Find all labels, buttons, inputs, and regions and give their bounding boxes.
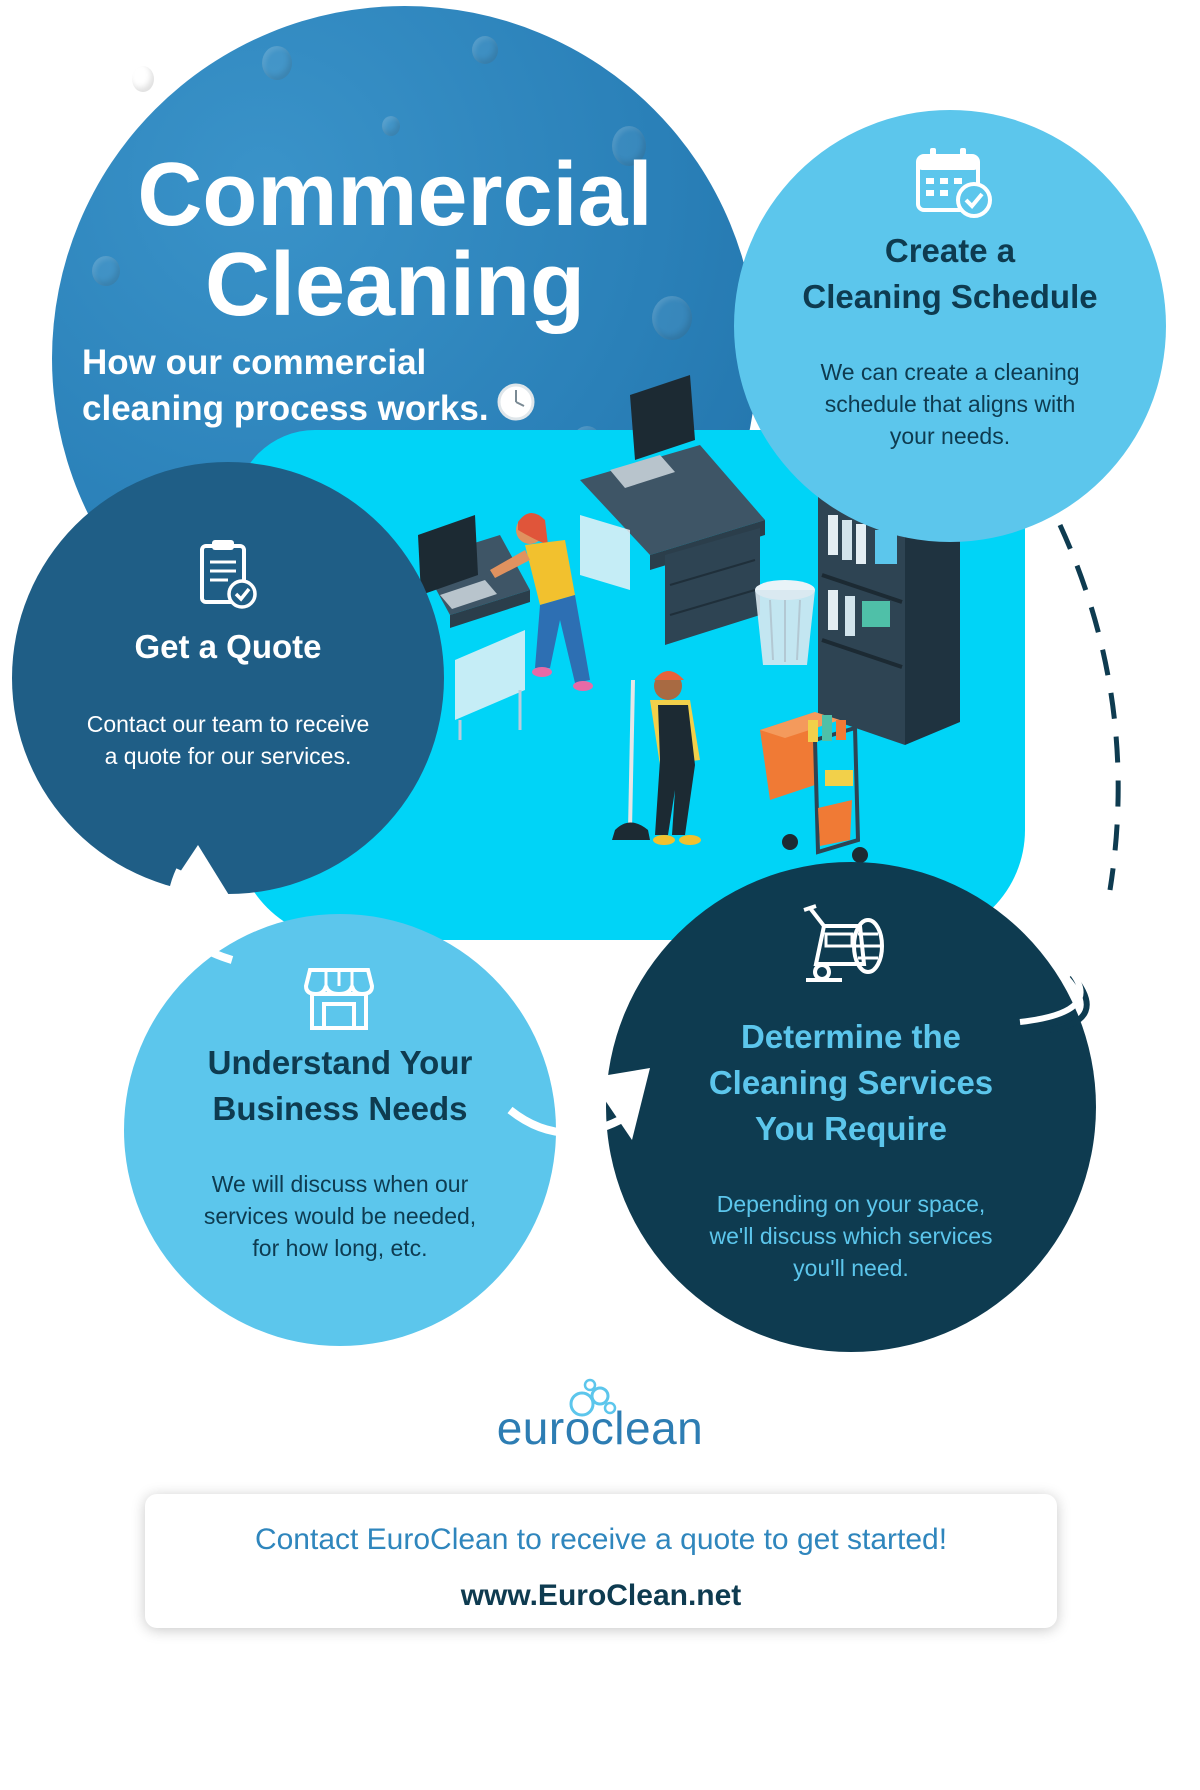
step-determine-title: Determine the Cleaning Services You Requ… [606,1014,1096,1152]
water-droplet [472,36,498,64]
logo-wordmark: euroclean [496,1402,704,1454]
hero-title-line-2: Cleaning [204,235,586,335]
step-quote-title: Get a Quote [134,628,322,665]
janitor-with-mop [612,671,701,845]
arrow-schedule-to-determine-head [1019,965,1090,1033]
step-determine-body-line-2: we'll discuss which services [709,1223,993,1249]
office-illustration [418,375,960,863]
calendar-check-icon [916,148,992,218]
step-understand-needs: Understand Your Business Needs We will d… [124,914,556,1346]
step-schedule-title-line-2: Cleaning Schedule [802,278,1098,315]
cta-text: Contact EuroClean to receive a quote to … [254,1523,948,1556]
hero-subtitle-line-2: cleaning process works. [82,389,489,428]
step-schedule-body: We can create a cleaning schedule that a… [770,356,1130,452]
step-determine-services: Determine the Cleaning Services You Requ… [606,862,1096,1352]
step-get-quote: Get a Quote Contact our team to receive … [12,462,444,894]
hero-subtitle-line-1: How our commercial [82,343,427,382]
step-determine-body-line-3: you'll need. [793,1255,909,1281]
cleaning-cart [760,712,868,863]
back-desk [580,375,765,645]
step-needs-body-line-3: for how long, etc. [252,1235,428,1261]
step-schedule-body-line-1: We can create a cleaning [820,359,1080,385]
step-quote-body: Contact our team to receive a quote for … [38,708,418,772]
step-determine-title-line-1: Determine the [740,1018,962,1055]
step-needs-title-line-1: Understand Your [207,1044,473,1081]
step-determine-body: Depending on your space, we'll discuss w… [651,1188,1051,1284]
step-create-schedule: Create a Cleaning Schedule We can create… [734,110,1166,542]
step-needs-body: We will discuss when our services would … [150,1168,530,1264]
step-determine-title-line-2: Cleaning Services [708,1064,994,1101]
step-quote-body-line-1: Contact our team to receive [86,711,370,737]
step-determine-body-line-1: Depending on your space, [716,1191,986,1217]
cta-url-link[interactable]: www.EuroClean.net [460,1579,742,1612]
water-droplet [92,256,120,286]
arrow-needs-to-determine [507,1068,650,1140]
water-droplet [132,66,154,92]
step-needs-title-line-2: Business Needs [212,1090,468,1127]
arrow-needs-to-quote [158,845,234,964]
step-schedule-title-line-1: Create a [884,232,1016,269]
step-needs-body-line-1: We will discuss when our [211,1171,469,1197]
storefront-icon [304,968,374,1030]
step-schedule-title: Create a Cleaning Schedule [734,228,1166,320]
dashed-connector-arrow [1057,523,1121,891]
step-schedule-body-line-3: your needs. [889,423,1011,449]
step-needs-body-line-2: services would be needed, [203,1203,477,1229]
bubbles-icon [569,1378,617,1417]
office-chairs [455,515,630,740]
hero-subtitle: How our commercial cleaning process work… [82,340,582,432]
step-quote-body-line-2: a quote for our services. [104,743,352,769]
step-schedule-body-line-2: schedule that aligns with [824,391,1076,417]
front-desk [418,515,530,628]
bookshelf [818,490,960,745]
hero-title: Commercial Cleaning [60,150,730,330]
water-droplet [382,116,400,136]
water-droplet [262,46,292,80]
clock-icon [497,383,535,421]
clipboard-check-icon [200,540,257,609]
worker-wiping-desk [490,512,593,691]
flow-arrows [158,845,1090,1140]
hero-title-line-1: Commercial [137,145,653,245]
step-needs-title: Understand Your Business Needs [124,1040,556,1132]
cta-box: Contact EuroClean to receive a quote to … [145,1494,1057,1628]
water-droplet [612,126,646,166]
water-droplet [652,296,692,340]
step-determine-title-line-3: You Require [755,1110,947,1147]
trash-can [755,580,815,665]
floor-scrubber-icon [803,904,884,982]
euroclean-logo: euroclean [470,1378,730,1458]
